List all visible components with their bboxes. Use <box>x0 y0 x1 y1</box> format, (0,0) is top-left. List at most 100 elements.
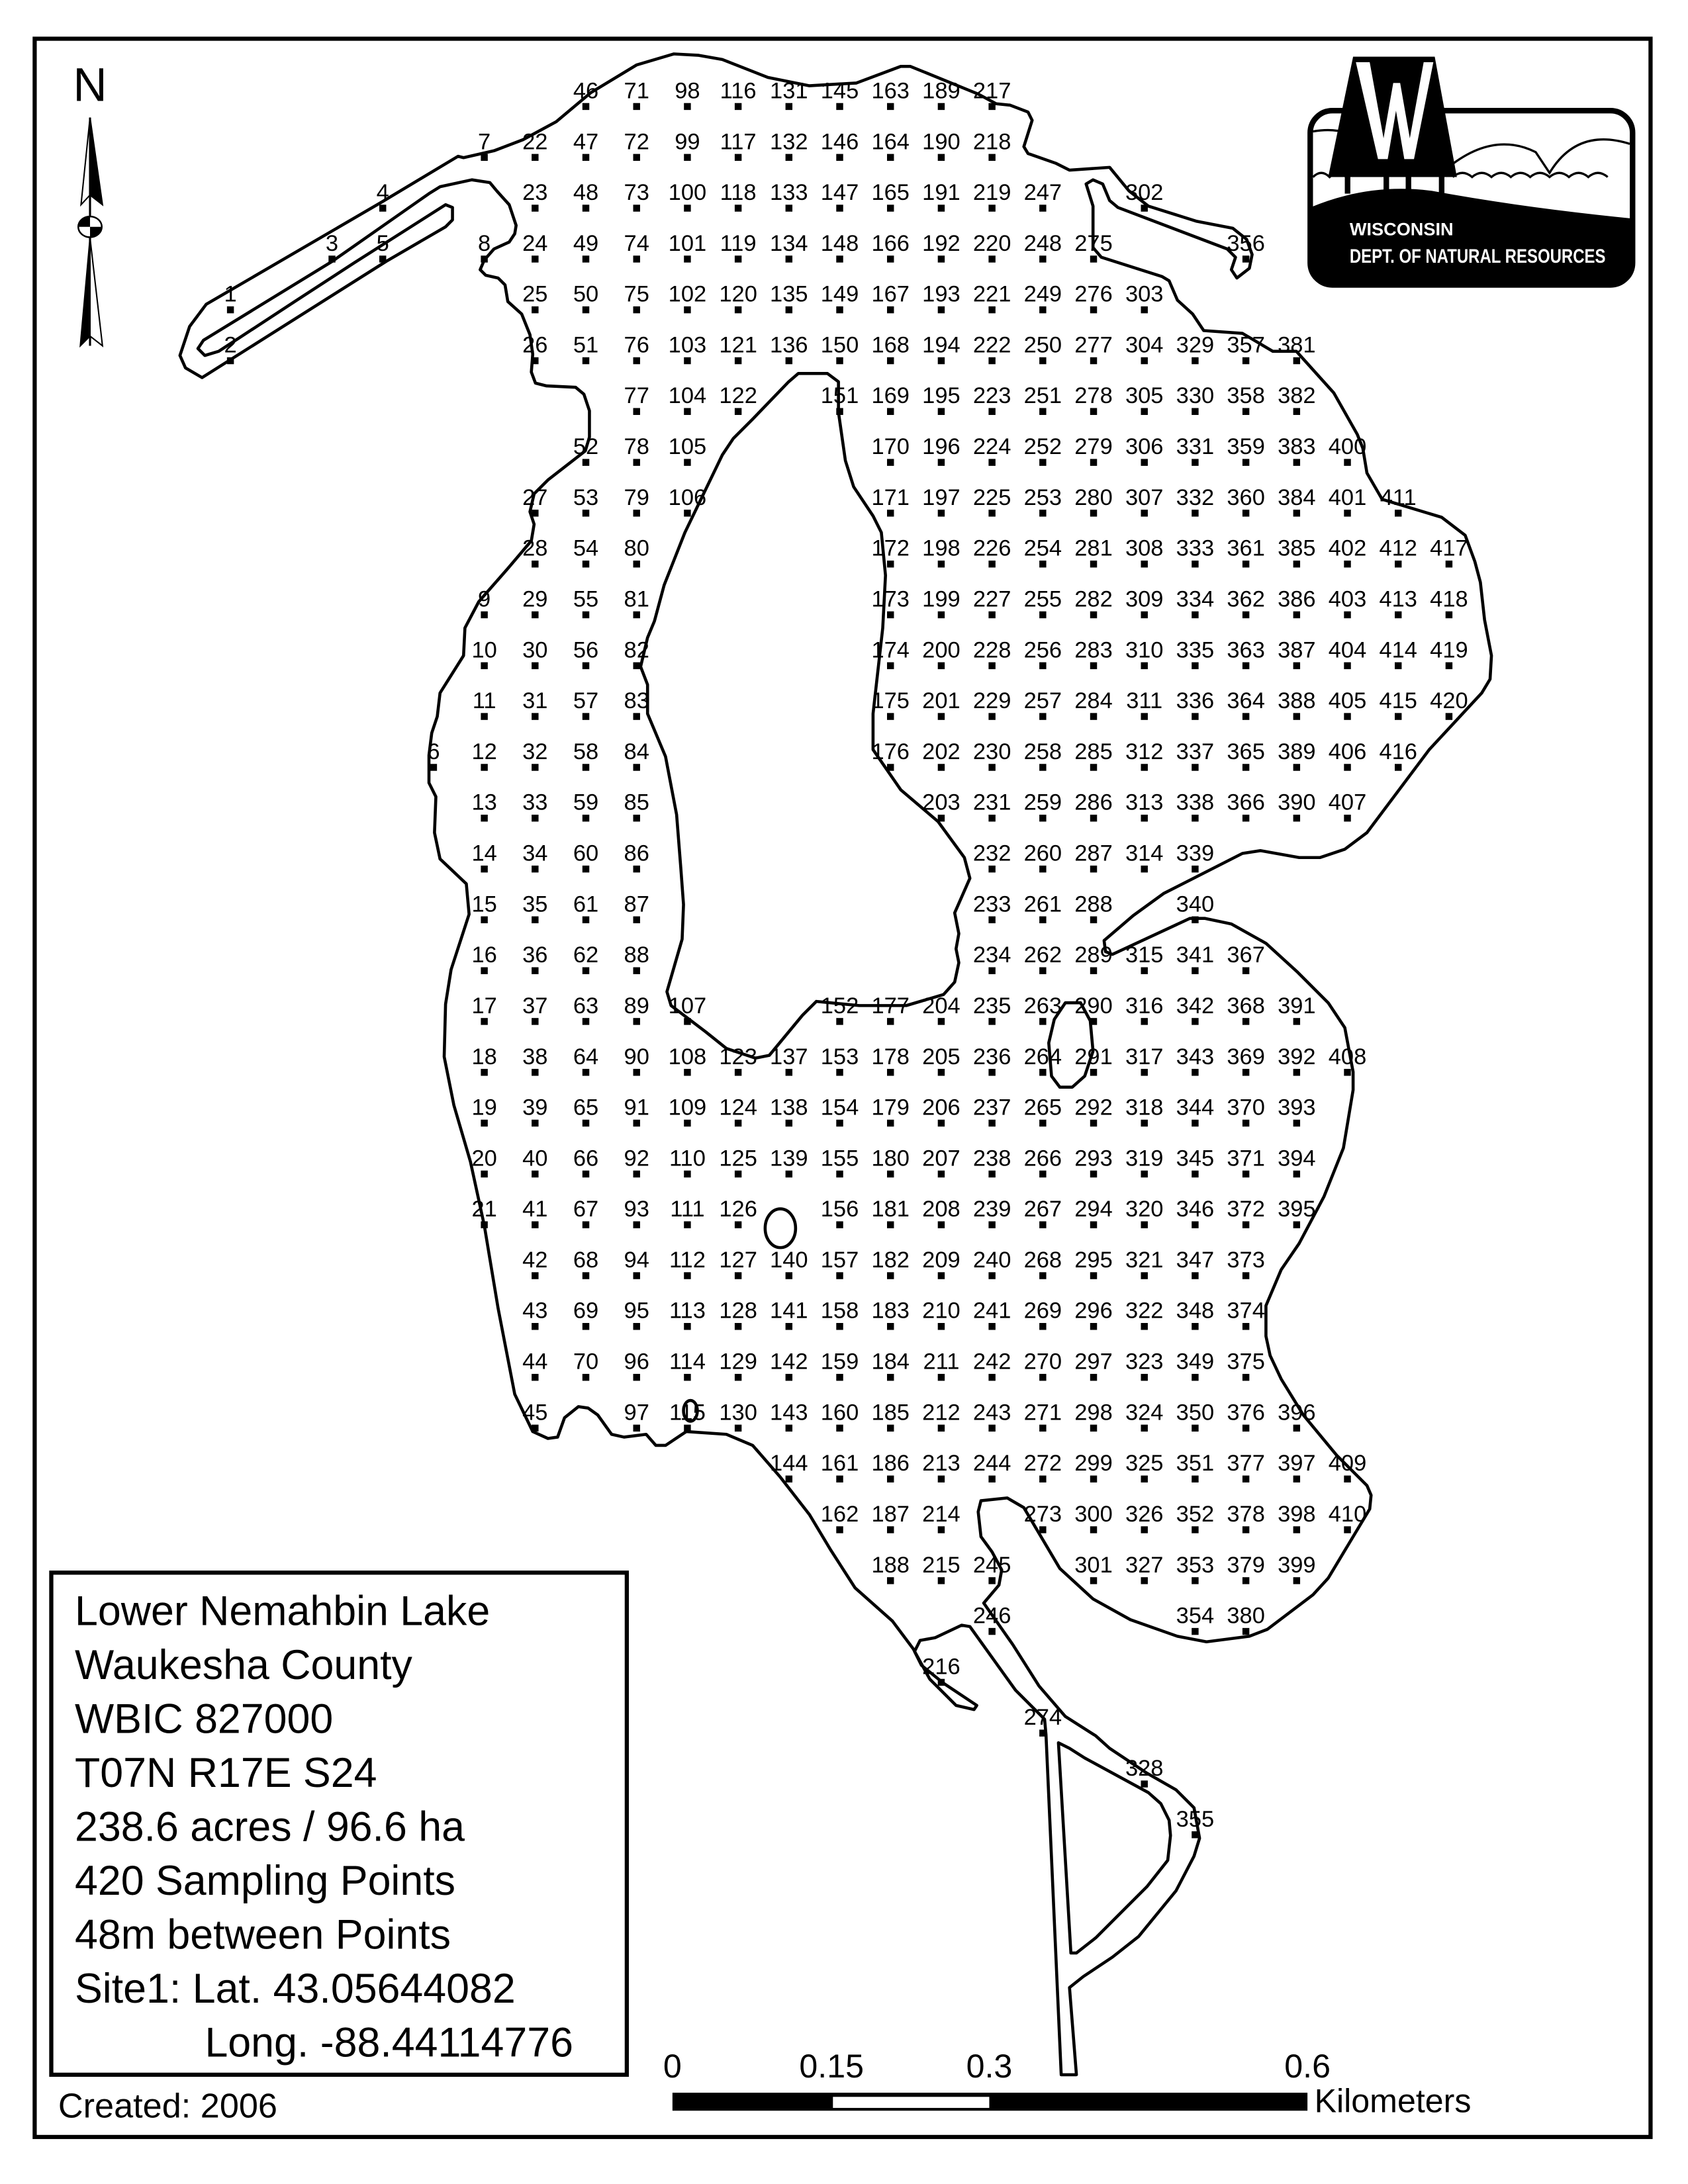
sampling-point-marker <box>1141 611 1148 619</box>
sampling-point-label: 199 <box>922 586 961 612</box>
sampling-point-marker <box>988 967 996 974</box>
sampling-point: 123 <box>719 1044 757 1076</box>
sampling-point-label: 386 <box>1278 586 1316 612</box>
sampling-point-marker <box>684 1424 691 1432</box>
sampling-point-marker <box>633 967 640 974</box>
sampling-point-label: 128 <box>719 1298 757 1324</box>
sampling-point-marker <box>886 561 894 568</box>
sampling-point: 200 <box>922 637 961 670</box>
sampling-point-marker <box>1039 1424 1047 1432</box>
sampling-point-marker <box>1090 561 1098 568</box>
sampling-point: 304 <box>1125 333 1163 365</box>
sampling-point: 117 <box>720 129 757 161</box>
sampling-point-label: 182 <box>871 1248 910 1273</box>
sampling-point-marker <box>1192 1424 1199 1432</box>
sampling-point: 316 <box>1125 993 1163 1025</box>
sampling-point-label: 111 <box>670 1197 704 1222</box>
sampling-point-label: 382 <box>1278 383 1316 408</box>
sampling-point-marker <box>1344 510 1351 517</box>
sampling-point-label: 261 <box>1024 891 1062 917</box>
sampling-point-label: 230 <box>973 739 1011 764</box>
sampling-point-marker <box>886 1119 894 1127</box>
sampling-point-marker <box>1141 662 1148 670</box>
sampling-point-marker <box>633 1323 640 1330</box>
sampling-point: 136 <box>770 333 808 365</box>
sampling-point-marker <box>836 255 843 263</box>
sampling-point: 384 <box>1278 485 1316 517</box>
sampling-point-label: 320 <box>1125 1197 1164 1222</box>
sampling-point-label: 110 <box>669 1146 706 1171</box>
sampling-point-label: 193 <box>922 282 961 307</box>
sampling-point-marker <box>1395 611 1402 619</box>
sampling-point-marker <box>1039 713 1047 720</box>
sampling-point-label: 229 <box>973 688 1011 713</box>
sampling-point: 90 <box>624 1044 649 1076</box>
sampling-point-label: 309 <box>1125 586 1164 612</box>
sampling-point-label: 415 <box>1379 688 1417 713</box>
sampling-point-label: 82 <box>624 637 649 662</box>
sampling-point: 76 <box>624 333 649 365</box>
sampling-point: 341 <box>1176 942 1214 974</box>
sampling-point: 21 <box>471 1197 497 1228</box>
sampling-point-label: 219 <box>973 180 1011 205</box>
sampling-point-label: 366 <box>1227 790 1265 815</box>
sampling-point-label: 4 <box>377 180 389 205</box>
sampling-point-marker <box>633 561 640 568</box>
sampling-point: 355 <box>1176 1807 1214 1839</box>
sampling-point-label: 268 <box>1024 1248 1062 1273</box>
sampling-point-label: 380 <box>1227 1604 1265 1629</box>
sampling-point-label: 233 <box>973 891 1011 917</box>
sampling-point-marker <box>886 1323 894 1330</box>
sampling-point: 147 <box>821 180 859 212</box>
sampling-point-label: 311 <box>1126 688 1162 713</box>
sampling-point-label: 397 <box>1278 1451 1316 1476</box>
sampling-point-label: 254 <box>1024 536 1062 561</box>
sampling-point: 283 <box>1074 637 1113 670</box>
sampling-point: 324 <box>1125 1400 1163 1432</box>
sampling-point: 380 <box>1227 1604 1265 1635</box>
sampling-point-marker <box>1242 1373 1250 1381</box>
sampling-point-label: 388 <box>1278 688 1316 713</box>
sampling-point: 277 <box>1074 333 1113 365</box>
sampling-point: 221 <box>973 282 1011 314</box>
sampling-point-marker <box>1039 916 1047 924</box>
sampling-point: 17 <box>471 993 497 1025</box>
sampling-point-label: 227 <box>973 586 1011 612</box>
sampling-point-marker <box>886 1272 894 1279</box>
sampling-point-marker <box>633 1373 640 1381</box>
sampling-point-label: 176 <box>871 739 910 764</box>
sampling-point-marker <box>1039 357 1047 365</box>
sampling-point: 127 <box>719 1248 757 1279</box>
sampling-point-marker <box>1242 713 1250 720</box>
sampling-point: 83 <box>624 688 649 720</box>
map-frame <box>32 36 1653 2140</box>
sampling-point-marker <box>1192 1373 1199 1381</box>
sampling-point-marker <box>481 154 488 161</box>
sampling-point: 186 <box>871 1451 910 1482</box>
sampling-point: 343 <box>1176 1044 1214 1076</box>
sampling-point: 130 <box>719 1400 757 1432</box>
sampling-point: 63 <box>573 993 598 1025</box>
sampling-point: 385 <box>1278 536 1316 568</box>
sampling-point-marker <box>836 357 843 365</box>
sampling-point-label: 328 <box>1125 1756 1164 1781</box>
scale-tick-0: 0 <box>663 2048 682 2085</box>
sampling-point: 7 <box>478 129 491 161</box>
sampling-point-marker <box>1039 306 1047 314</box>
sampling-point: 205 <box>922 1044 961 1076</box>
sampling-point-marker <box>1242 1119 1250 1127</box>
sampling-point-label: 186 <box>871 1451 910 1476</box>
sampling-point-label: 10 <box>471 637 496 662</box>
sampling-point-marker <box>1242 459 1250 466</box>
sampling-point: 214 <box>922 1502 961 1533</box>
sampling-point-label: 138 <box>770 1095 808 1120</box>
sampling-point: 25 <box>522 282 547 314</box>
sampling-point-marker <box>785 1069 793 1076</box>
sampling-point-marker <box>582 662 590 670</box>
sampling-point: 348 <box>1176 1298 1214 1330</box>
sampling-point-label: 218 <box>973 129 1011 154</box>
sampling-point-label: 179 <box>871 1095 910 1120</box>
sampling-point-label: 263 <box>1024 993 1062 1019</box>
sampling-point-marker <box>1039 1272 1047 1279</box>
sampling-point-marker <box>1192 408 1199 415</box>
